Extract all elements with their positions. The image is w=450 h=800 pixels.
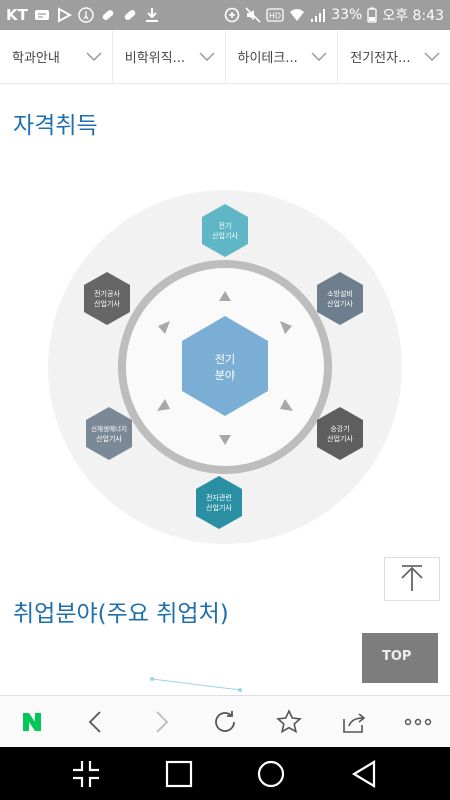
collapse-button[interactable] <box>64 752 108 796</box>
home-button[interactable] <box>249 752 293 796</box>
refresh-icon <box>215 710 235 732</box>
nav-dropdown-1[interactable]: 학과안내 <box>0 30 113 83</box>
pill-icon <box>102 10 114 20</box>
mute-icon <box>245 7 261 23</box>
carrier-label: KT <box>6 6 28 24</box>
forward-icon <box>156 710 168 733</box>
center-label-2: 분야 <box>215 369 235 382</box>
android-nav-bar <box>0 747 450 800</box>
nav-dropdown-3[interactable]: 하이테크... <box>226 30 339 83</box>
bookmark-button[interactable] <box>269 702 309 742</box>
back-button[interactable] <box>76 702 116 742</box>
download-icon <box>145 8 158 22</box>
node-label-1: 전기공사 <box>94 289 120 298</box>
chevron-down-icon <box>424 51 440 61</box>
top-button-label: TOP <box>382 649 412 664</box>
node-label-1: 신재생에너지 <box>91 424 127 433</box>
naver-home-button[interactable] <box>12 702 52 742</box>
node-label-2: 산업기사 <box>96 434 122 443</box>
wifi-icon <box>290 9 305 21</box>
signal-icon <box>311 9 326 22</box>
node-label-1: 전기 <box>219 221 232 230</box>
message-icon <box>34 10 49 20</box>
clock: 오후 8:43 <box>382 8 444 24</box>
star-icon <box>276 708 303 733</box>
more-icon <box>404 718 432 725</box>
arrow-up-icon <box>219 291 231 301</box>
top-nav: 학과안내 비학위직... 하이테크... 전기전자... <box>0 30 450 84</box>
center-hexagon: 전기 분야 <box>182 316 268 416</box>
node-hexagon-top: 전기 산업기사 <box>202 204 248 257</box>
recents-button[interactable] <box>157 752 201 796</box>
node-label-2: 산업기사 <box>327 434 353 443</box>
play-icon <box>57 7 72 23</box>
status-right-group: HD 33% 오후 8:43 <box>224 5 444 25</box>
status-bar: KT HD 33% 오후 8:43 <box>0 0 450 30</box>
top-button-backdrop: TOP <box>362 633 438 683</box>
share-button[interactable] <box>334 702 374 742</box>
forward-button[interactable] <box>141 702 181 742</box>
hd-icon: HD <box>266 8 284 22</box>
more-button[interactable] <box>398 702 438 742</box>
nav-label: 비학위직... <box>124 51 185 66</box>
node-label-2: 산업기사 <box>94 299 120 308</box>
node-hexagon-bottom: 전자관련 산업기사 <box>196 476 242 529</box>
node-label-2: 산업기사 <box>327 299 353 308</box>
back-icon <box>89 710 102 733</box>
arrow-group <box>157 291 293 445</box>
browser-toolbar <box>0 695 450 747</box>
back-triangle-icon <box>351 759 375 788</box>
recents-icon <box>165 760 192 787</box>
arrow-upleft-icon <box>158 321 170 334</box>
center-label-1: 전기 <box>215 353 235 366</box>
certification-diagram: 전기 분야 전기 산업기사 소방설비 산업기사 승강기 산업기사 전자관련 산업… <box>48 190 402 544</box>
arrow-upright-icon <box>280 321 292 334</box>
node-label-1: 소방설비 <box>327 289 353 298</box>
svg-text:HD: HD <box>269 12 281 21</box>
node-label-2: 산업기사 <box>212 231 238 240</box>
node-hexagon-upper-right: 소방설비 산업기사 <box>317 272 363 325</box>
nav-label: 전기전자... <box>350 51 411 66</box>
node-label-2: 산업기사 <box>206 503 232 512</box>
arrow-down-icon <box>219 435 231 445</box>
nav-label: 학과안내 <box>12 51 60 66</box>
plus-circle-icon <box>224 7 240 23</box>
share-icon <box>342 712 365 733</box>
scroll-to-top-button[interactable] <box>384 557 440 601</box>
nav-label: 하이테크... <box>237 51 298 66</box>
node-hexagon-lower-right: 승강기 산업기사 <box>317 407 363 460</box>
partial-diagram <box>150 677 242 692</box>
battery-percent: 33% <box>331 7 363 23</box>
naver-icon <box>23 712 42 731</box>
battery-icon <box>367 7 377 23</box>
collapse-icon <box>73 760 100 787</box>
pill-icon <box>124 10 136 20</box>
status-left-group: KT <box>6 6 160 24</box>
system-back-button[interactable] <box>342 752 386 796</box>
chevron-down-icon <box>86 51 102 61</box>
section-title-employment: 취업분야(주요 취업처) <box>13 601 229 627</box>
refresh-button[interactable] <box>205 702 245 742</box>
arrow-up-icon <box>401 565 423 591</box>
walk-icon <box>78 7 94 23</box>
main-content: 자격취득 전기 분야 전기 산업기사 소방설비 산업기사 <box>0 84 450 695</box>
nav-dropdown-2[interactable]: 비학위직... <box>113 30 226 83</box>
node-label-1: 전자관련 <box>206 493 232 502</box>
home-icon <box>258 760 285 787</box>
chevron-down-icon <box>198 51 215 61</box>
node-hexagon-lower-left: 신재생에너지 산업기사 <box>86 407 132 460</box>
node-hexagon-upper-left: 전기공사 산업기사 <box>84 272 130 325</box>
chevron-down-icon <box>311 51 327 61</box>
arrow-downleft-icon <box>157 399 170 411</box>
nav-dropdown-4[interactable]: 전기전자... <box>338 30 450 83</box>
node-label-1: 승강기 <box>330 424 349 433</box>
section-title-certification: 자격취득 <box>13 113 98 139</box>
arrow-downright-icon <box>280 399 293 411</box>
